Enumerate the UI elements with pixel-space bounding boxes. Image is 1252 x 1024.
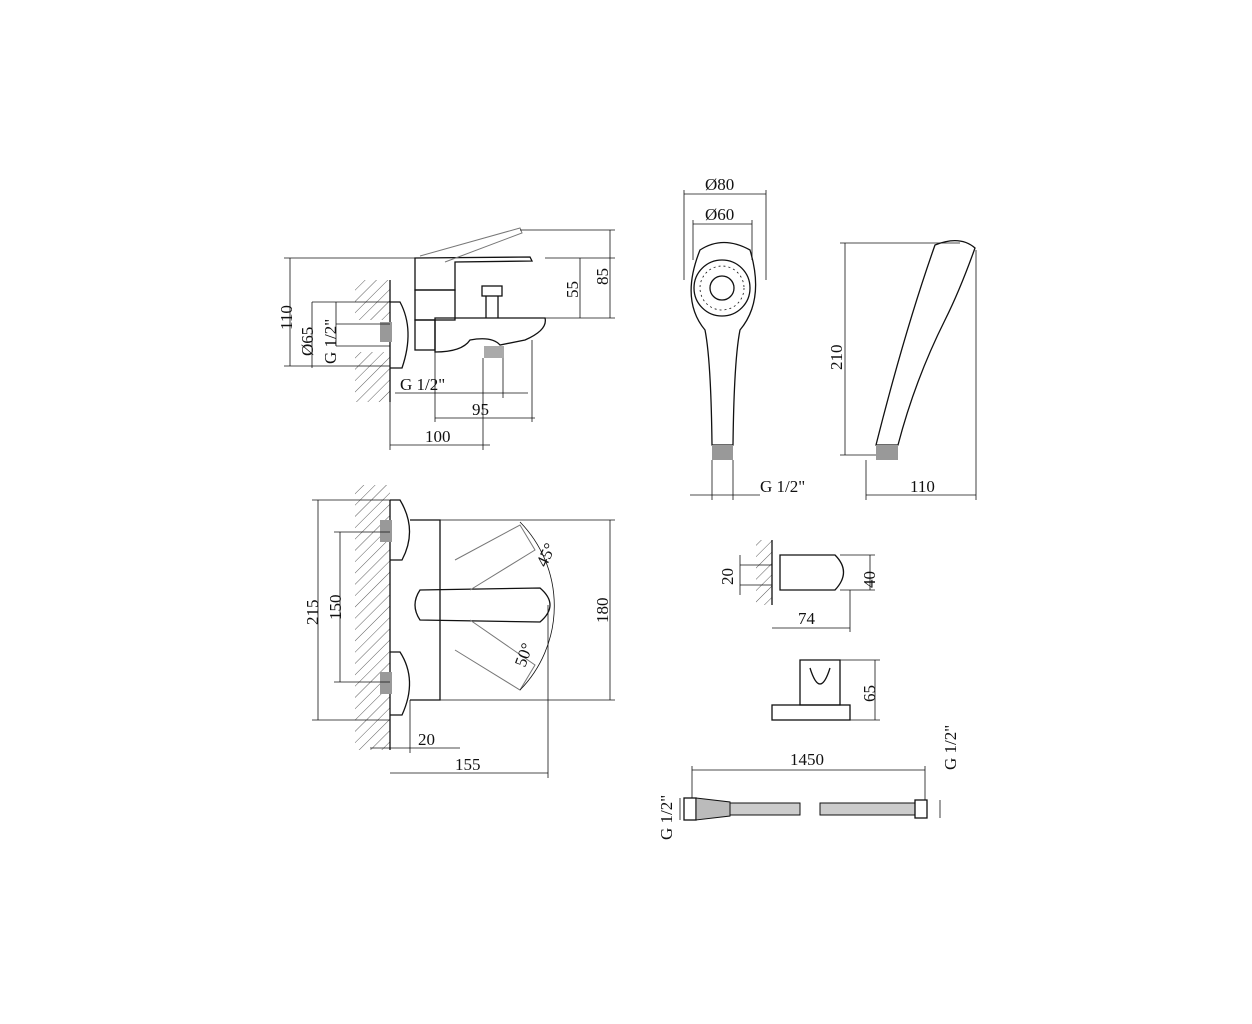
shower-holder: 20 40 74 65 [718,540,880,721]
dim-74: 74 [798,609,816,628]
dim-110-shower: 110 [910,477,935,496]
hand-shower-side: 210 110 [827,240,977,500]
dim-20-holder: 20 [718,568,737,585]
dim-215: 215 [303,600,322,626]
angle-45: 45° [532,540,559,570]
mixer-side-view: 110 Ø65 G 1/2" 55 85 G 1/2" 95 100 [277,227,615,450]
hand-shower-front: Ø80 Ø60 G 1/2" [683,175,805,500]
dim-65-holder: 65 [860,685,879,702]
mixer-front-view: 215 150 45° 180 50° 20 155 [303,485,615,778]
dim-95: 95 [472,400,489,419]
dim-1450: 1450 [790,750,824,769]
angle-50: 50° [511,640,537,669]
dim-g-shower: G 1/2" [760,477,805,496]
shower-hose: 1450 G 1/2" G 1/2" [657,725,960,840]
dim-180: 180 [593,598,612,624]
dim-100: 100 [425,427,451,446]
dim-40: 40 [860,571,879,588]
dim-85: 85 [593,268,612,285]
dim-210: 210 [827,345,846,371]
dim-g-hose-right: G 1/2" [941,725,960,770]
dim-g-hose-left: G 1/2" [657,795,676,840]
dim-g-inlet: G 1/2" [321,319,340,364]
dim-155: 155 [455,755,481,774]
dim-55: 55 [563,281,582,298]
dim-110: 110 [277,305,296,330]
dim-150: 150 [326,595,345,621]
dim-d80: Ø80 [705,175,734,194]
dim-g-outlet: G 1/2" [400,375,445,394]
dim-20: 20 [418,730,435,749]
dim-65: Ø65 [298,327,317,356]
dim-d60: Ø60 [705,205,734,224]
